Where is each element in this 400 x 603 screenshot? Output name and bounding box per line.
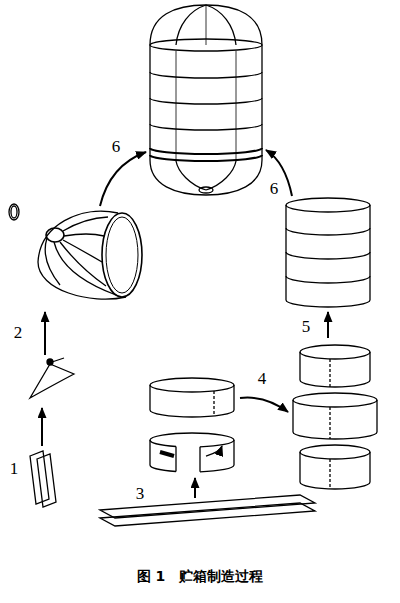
assembled-tank-part (199, 187, 213, 193)
dome-assembly-part (9, 204, 19, 220)
ring-sections-part (329, 459, 330, 489)
rolled-ring-part (149, 440, 150, 465)
ring-sections-part (299, 452, 300, 482)
cylinder-section-part (286, 198, 370, 212)
ring-sections-part (329, 359, 330, 387)
cylinder-section-part (286, 228, 370, 235)
assembled-tank-part (261, 45, 262, 160)
ring-sections-part (293, 432, 377, 439)
step-number: 4 (258, 370, 267, 387)
assembled-tank-part (149, 45, 150, 160)
step-number: 6 (270, 180, 279, 197)
rolled-ring-part (233, 440, 234, 465)
rolled-ring-part (200, 465, 234, 472)
assembled-tank (150, 5, 262, 195)
assembled-tank-part (176, 161, 206, 190)
ring-sections-part (376, 400, 377, 432)
step-number: 6 (112, 138, 121, 155)
assembled-tank-part (150, 72, 262, 78)
cylinder-section-part (286, 276, 370, 283)
assembled-tank-part (150, 160, 262, 195)
cylinder-section-part (286, 252, 370, 259)
ring-sections-part (300, 380, 370, 387)
dome-assembly-part (102, 213, 142, 297)
dome-assembly-part (64, 234, 104, 236)
welded-ring-part (233, 385, 234, 410)
ring-sections-part (300, 445, 370, 459)
welded-ring-part (150, 378, 234, 392)
assembled-tank-part (150, 155, 262, 161)
petal-segment-part (30, 364, 74, 398)
ring-sections (293, 345, 377, 489)
rolled-ring-part (175, 447, 176, 472)
process-arrow-part (44, 312, 46, 355)
assembled-tank-part (150, 124, 262, 130)
sheet-plates (30, 451, 56, 507)
rolled-ring-part (199, 447, 200, 472)
dome-assembly-part (106, 217, 138, 293)
dome-assembly-part (11, 206, 17, 218)
ring-sections-part (369, 352, 370, 380)
ring-sections-part (329, 407, 330, 439)
dome-assembly-part (46, 228, 64, 242)
ring-sections-part (293, 393, 377, 407)
strip-plates (100, 495, 315, 526)
assembled-tank-part (150, 39, 262, 51)
cylinder-section (286, 198, 370, 307)
dome-assembly (9, 204, 142, 299)
cylinder-section-part (286, 300, 370, 307)
process-arrow-part (100, 152, 146, 206)
welded-ring (150, 378, 234, 417)
welded-ring-part (150, 410, 234, 417)
process-arrow-part (240, 398, 288, 412)
rolled-ring (150, 433, 234, 472)
ring-sections-part (299, 352, 300, 380)
step-number: 2 (14, 324, 23, 341)
welded-ring-part (149, 385, 150, 410)
process-arrow-part (194, 478, 196, 498)
assembled-tank-part (150, 98, 262, 104)
assembled-tank-part (150, 148, 262, 154)
ring-sections-part (300, 345, 370, 359)
dome-assembly-part (63, 217, 108, 231)
sheet-plates-part (37, 454, 56, 507)
illustration-layer (9, 5, 377, 526)
process-arrow-part (327, 312, 329, 338)
step-number: 1 (10, 460, 19, 477)
process-arrow-part (41, 408, 43, 446)
petal-segment-part (52, 358, 64, 362)
ring-sections-part (300, 482, 370, 489)
rolled-ring-part (150, 433, 234, 440)
rolled-ring-part (160, 452, 174, 456)
rolled-ring-part (206, 446, 222, 456)
ring-sections-part (369, 452, 370, 482)
petal-segment (30, 358, 74, 398)
dome-assembly-part (54, 242, 116, 295)
strip-plates-part (100, 495, 315, 518)
assembled-tank-part (206, 161, 236, 190)
assembled-tank-part (176, 51, 177, 160)
welded-ring-part (213, 391, 214, 416)
step-number: 3 (136, 485, 145, 502)
figure-caption: 图 1 贮箱制造过程 (0, 568, 400, 586)
process-arrow-part (266, 150, 292, 196)
step-number: 5 (302, 318, 311, 335)
rolled-ring-part (150, 465, 176, 472)
assembled-tank-part (236, 51, 237, 160)
strip-plates-part (100, 503, 315, 526)
dome-assembly-part (63, 240, 102, 262)
dome-assembly-part (45, 238, 60, 285)
process-arrow (42, 150, 328, 498)
ring-sections-part (292, 400, 293, 432)
rolled-ring-part (150, 440, 176, 447)
rolled-ring-part (200, 440, 234, 447)
